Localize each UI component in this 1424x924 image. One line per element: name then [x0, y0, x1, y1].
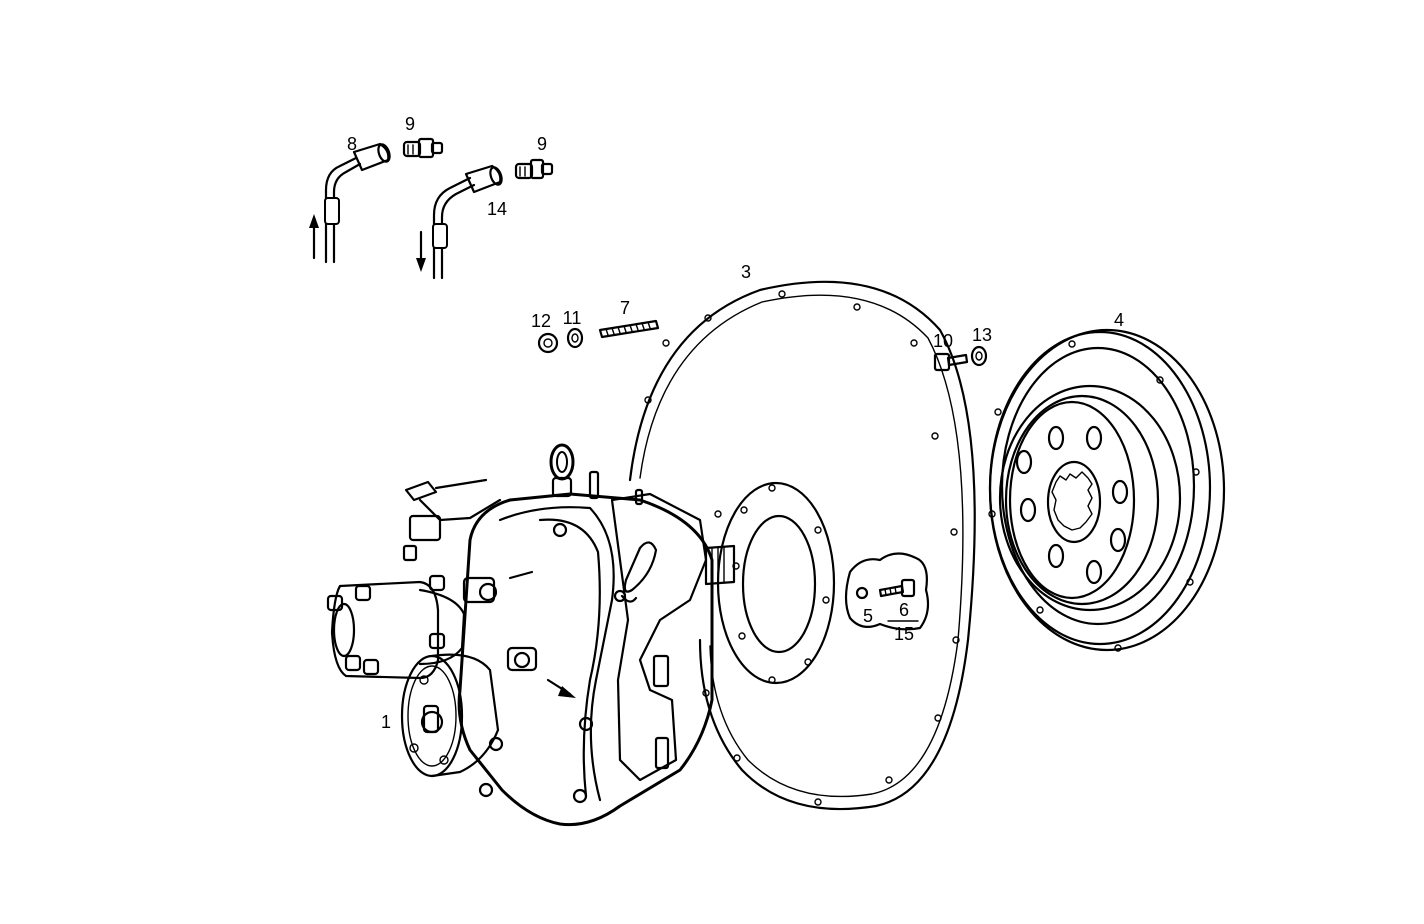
- disc-rim-holes: [988, 340, 1200, 652]
- control-lever: [402, 478, 502, 562]
- callout-7: 7: [620, 298, 630, 318]
- sensor-plug: [462, 576, 538, 672]
- output-flange: [400, 653, 500, 778]
- callout-9-a: 9: [405, 114, 415, 134]
- callout-8: 8: [347, 134, 357, 154]
- callout-5: 5: [863, 606, 873, 626]
- part-8-hose: [324, 142, 391, 264]
- detail-inset-box: [844, 552, 930, 631]
- plate-bolt-holes: [644, 290, 960, 806]
- lifting-eye: [549, 443, 575, 498]
- part-5-washer: [855, 586, 869, 600]
- part-12-nut: [537, 332, 559, 354]
- part-3-adapter-plate: [628, 280, 976, 811]
- callout-11: 11: [563, 308, 582, 328]
- part-1-gearbox: [326, 443, 736, 827]
- part-4-drive-disc: [988, 328, 1226, 652]
- part-10-bolt: [933, 352, 969, 372]
- callout-15: 15: [894, 624, 914, 644]
- part-9-fitting-a: [402, 137, 444, 159]
- callout-14: 14: [487, 199, 507, 219]
- part-11-washer: [566, 327, 584, 349]
- callout-9-b: 9: [537, 134, 547, 154]
- part-9-fitting-b: [514, 158, 554, 180]
- rotation-arrow-icon: [546, 678, 576, 698]
- hydraulic-pump: [326, 574, 466, 680]
- down-arrow-icon: [416, 230, 426, 272]
- callout-6: 6: [899, 600, 909, 620]
- callout-10: 10: [933, 331, 953, 351]
- housing-bolts: [478, 522, 627, 804]
- part-6-bolt: [878, 578, 916, 598]
- callout-1: 1: [381, 712, 391, 732]
- input-shaft: [704, 544, 736, 586]
- callout-13: 13: [972, 325, 992, 345]
- part-7-stud: [598, 319, 660, 339]
- callout-4: 4: [1114, 310, 1124, 330]
- callout-3: 3: [741, 262, 751, 282]
- part-14-hose: [432, 164, 503, 280]
- part-13-washer: [970, 345, 988, 367]
- callout-12: 12: [531, 311, 551, 331]
- disc-window-holes: [1015, 425, 1129, 585]
- up-arrow-icon: [309, 214, 319, 260]
- hub-bolt-holes: [732, 484, 830, 684]
